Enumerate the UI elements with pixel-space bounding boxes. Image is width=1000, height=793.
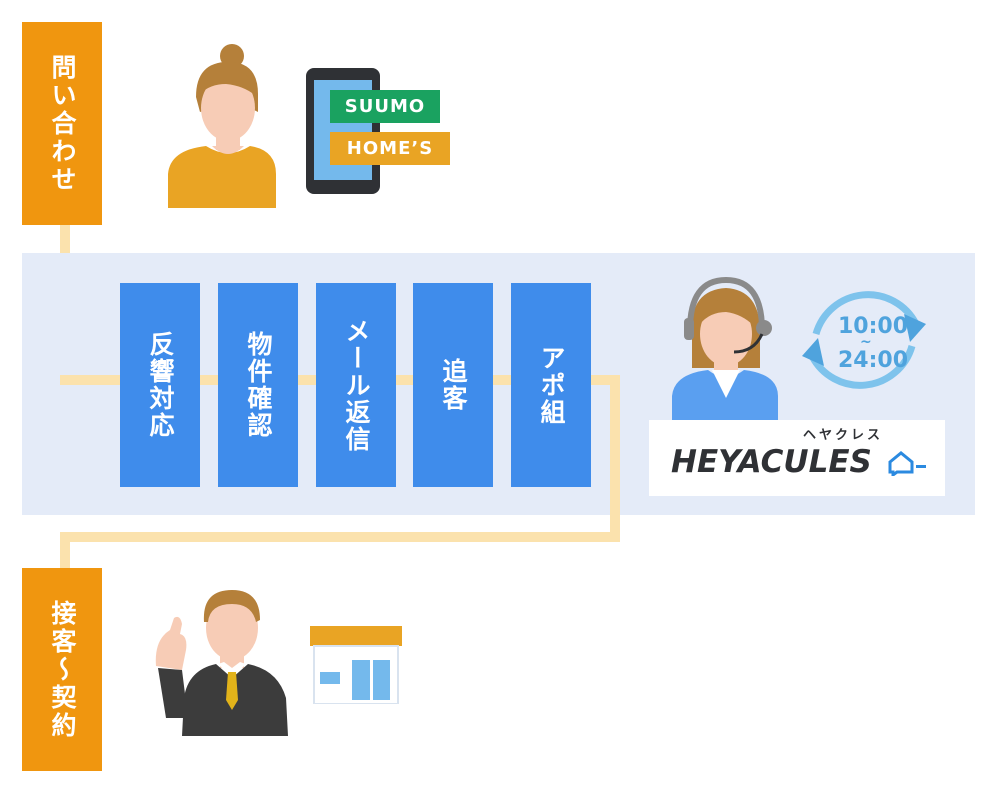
logo-text: HEYACULES: [671, 444, 872, 480]
connector-line-right-segment: [591, 375, 620, 385]
step-property-check-cover: 物件確認: [218, 283, 298, 487]
smartphone-icon: [306, 68, 380, 194]
customer-woman-icon: [168, 44, 276, 208]
storefront-icon: [310, 626, 402, 704]
hours-close: 24:00: [838, 348, 909, 373]
contract-label: 接客〜契約: [22, 568, 102, 771]
homes-badge: HOME’S: [330, 132, 450, 165]
inquiry-label: 問い合わせ: [22, 22, 102, 225]
step-response-cover: 反響対応: [120, 283, 200, 487]
service-logo-box: ヘヤクレス HEYACULES: [649, 420, 945, 496]
operator-headset-icon: [672, 276, 778, 420]
step-follow-up-cover: 追客: [413, 283, 493, 487]
hours-separator: ~: [860, 334, 872, 350]
connector-line-right-drop: [610, 375, 620, 515]
suumo-badge: SUUMO: [330, 90, 440, 123]
logo-kana: ヘヤクレス: [803, 428, 884, 443]
agent-man-thumbs-up-icon: [155, 590, 288, 736]
chat-house-logo-icon: [888, 451, 926, 476]
connector-line-horizontal-bottom: [60, 532, 620, 542]
hours-open: 10:00: [838, 314, 909, 339]
step-appointment-cover: アポ組: [511, 283, 591, 487]
clock-cycle-icon: [802, 291, 926, 389]
step-email-reply-cover: メール返信: [316, 283, 396, 487]
connector-line-contract-down: [60, 532, 70, 572]
